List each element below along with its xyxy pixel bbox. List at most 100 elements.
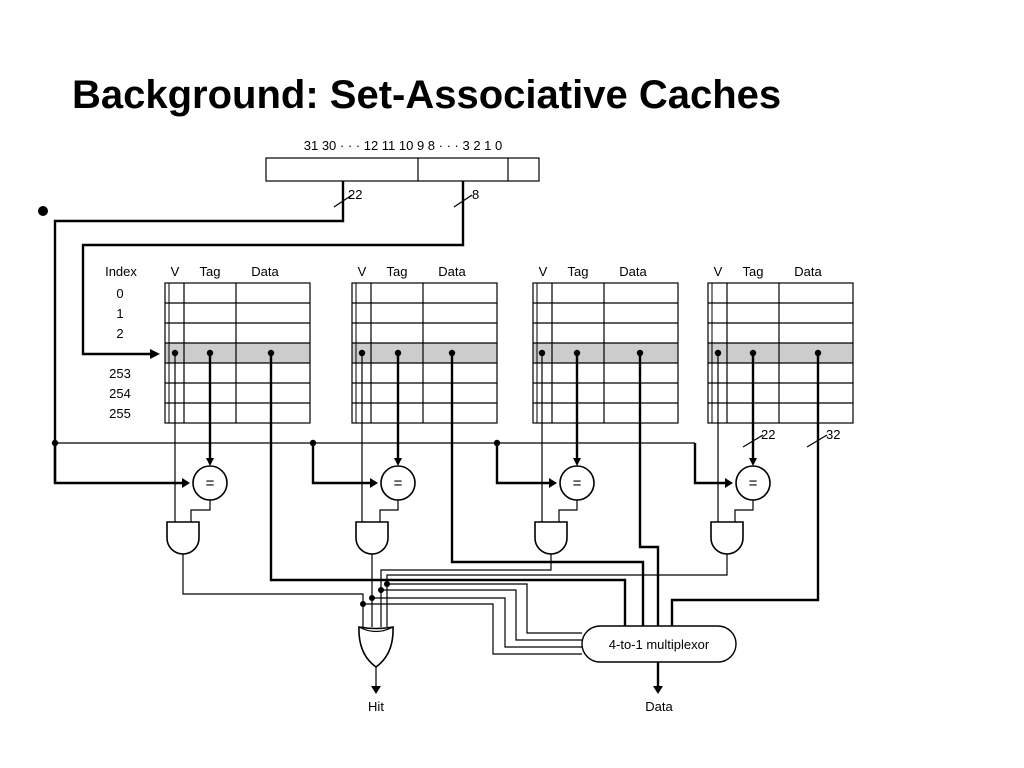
way-1-logic: = <box>311 349 456 555</box>
address-index-wire <box>81 181 465 356</box>
multiplexor-label: 4-to-1 multiplexor <box>609 637 710 652</box>
tag-bus-arrowhead <box>182 478 190 488</box>
index-header: Index <box>105 264 137 279</box>
tag-bus-drop <box>693 443 725 485</box>
index-label: 0 <box>116 286 123 301</box>
tag-header: Tag <box>568 264 589 279</box>
way1-data-bus <box>450 354 645 626</box>
junction-dot <box>360 601 366 607</box>
readout-junction-dot <box>448 349 456 357</box>
valid-header: V <box>539 264 548 279</box>
valid-header: V <box>171 264 180 279</box>
way0-hit-wire <box>182 554 364 627</box>
readout-junction-dot <box>636 349 644 357</box>
valid-wire <box>361 353 365 530</box>
index-label: 254 <box>109 386 131 401</box>
way-table-frame <box>351 282 498 424</box>
tag-bus-drop <box>53 443 182 485</box>
hit-and-gate <box>710 521 744 555</box>
address-tag-wire <box>53 181 345 483</box>
hit-or-gate <box>358 626 394 668</box>
selected-set-row <box>165 343 310 363</box>
cache-way-2: V Tag Data <box>532 264 679 424</box>
tag-readout-arrowhead <box>206 458 214 466</box>
cache-way-3: V Tag Data <box>707 264 854 424</box>
index-label: 1 <box>116 306 123 321</box>
way0-data-bus <box>269 354 627 626</box>
tag-bus-width-label: 22 <box>761 427 775 442</box>
tag-header: Tag <box>743 264 764 279</box>
index-width-label: 8 <box>472 187 479 202</box>
hit-and-gate <box>166 521 200 555</box>
way2-data-bus <box>638 354 660 626</box>
hit-and-gate <box>534 521 568 555</box>
compare-result-wire <box>379 500 399 522</box>
hit-and-gate <box>355 521 389 555</box>
way3-select-line <box>387 583 582 634</box>
compare-result-wire <box>734 500 754 522</box>
index-arrowhead <box>150 349 160 359</box>
way3-hit-wire <box>386 554 728 627</box>
junction-dot <box>378 587 384 593</box>
readout-junction-dot <box>814 349 822 357</box>
readout-junction-dot <box>714 349 722 357</box>
data-header: Data <box>251 264 279 279</box>
index-label: 255 <box>109 406 131 421</box>
compare-result-wire <box>190 500 211 522</box>
valid-header: V <box>714 264 723 279</box>
cache-way-0: V Tag Data <box>164 264 311 424</box>
comparator-symbol: = <box>394 475 403 492</box>
way-table-frame <box>532 282 679 424</box>
selected-set-row <box>708 343 853 363</box>
readout-junction-dot <box>749 349 757 357</box>
way0-select-line <box>363 603 582 655</box>
readout-junction-dot <box>267 349 275 357</box>
tag-bus-arrowhead <box>549 478 557 488</box>
way2-select-line <box>381 589 582 641</box>
readout-junction-dot <box>358 349 366 357</box>
readout-junction-dot <box>394 349 402 357</box>
selected-set-row <box>533 343 678 363</box>
data-bus-width-label: 32 <box>826 427 840 442</box>
comparator-symbol: = <box>573 475 582 492</box>
tag-header: Tag <box>200 264 221 279</box>
bullet-point <box>38 206 48 216</box>
way-table-frame <box>164 282 311 424</box>
valid-wire <box>717 353 720 530</box>
readout-junction-dot <box>206 349 214 357</box>
index-width-slash <box>453 194 473 208</box>
compare-logic: ==== <box>53 349 822 555</box>
data-header: Data <box>619 264 647 279</box>
tag-header: Tag <box>387 264 408 279</box>
valid-header: V <box>358 264 367 279</box>
index-labels: 0 1 2 253 254 255 <box>109 286 131 421</box>
data-header: Data <box>794 264 822 279</box>
compare-result-wire <box>558 500 578 522</box>
way-table-frame <box>707 282 854 424</box>
comparator-symbol: = <box>749 475 758 492</box>
data-output-label: Data <box>645 699 673 714</box>
tag-bus-drop <box>495 443 549 485</box>
junction-dot <box>369 595 375 601</box>
tag-readout-arrowhead <box>749 458 757 466</box>
way-2-logic: = <box>495 349 644 555</box>
way1-select-line <box>372 597 582 648</box>
junction-dot <box>384 581 390 587</box>
tag-bus-drop <box>311 443 370 485</box>
valid-wire <box>541 353 544 530</box>
readout-junction-dot <box>573 349 581 357</box>
readout-junction-dot <box>171 349 179 357</box>
tag-bus-arrowhead <box>725 478 733 488</box>
selected-set-row <box>352 343 497 363</box>
hit-arrowhead <box>371 686 381 694</box>
or-gate-input-curve <box>358 626 394 633</box>
address-bit-numbers: 31 30 · · · 12 11 10 9 8 · · · 3 2 1 0 <box>304 138 502 153</box>
data-arrowhead <box>653 686 663 694</box>
tag-width-label: 22 <box>348 187 362 202</box>
readout-junction-dot <box>538 349 546 357</box>
tag-width-slash <box>333 194 353 208</box>
way-3-logic: = <box>693 349 822 555</box>
